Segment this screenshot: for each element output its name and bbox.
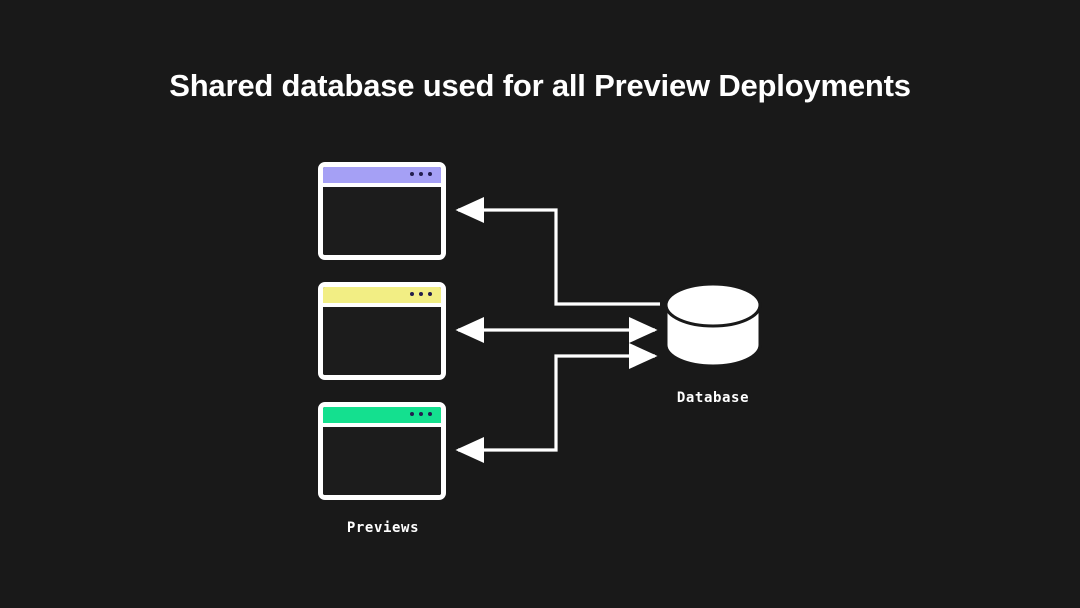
page-title: Shared database used for all Preview Dep… [169, 68, 911, 103]
window-title-bar [323, 167, 441, 187]
previews-group-label: Previews [346, 520, 420, 536]
preview-window-purple [318, 162, 446, 260]
window-title-bar [323, 407, 441, 427]
window-control-dots-icon [410, 412, 432, 416]
window-content-area [323, 187, 441, 255]
preview-window-green [318, 402, 446, 500]
window-control-dots-icon [410, 292, 432, 296]
window-control-dots-icon [410, 172, 432, 176]
window-title-bar [323, 287, 441, 307]
window-content-area [323, 307, 441, 375]
database-label: Database [676, 390, 750, 406]
preview-window-yellow [318, 282, 446, 380]
window-content-area [323, 427, 441, 495]
connector-database-to-preview-1 [455, 196, 660, 306]
